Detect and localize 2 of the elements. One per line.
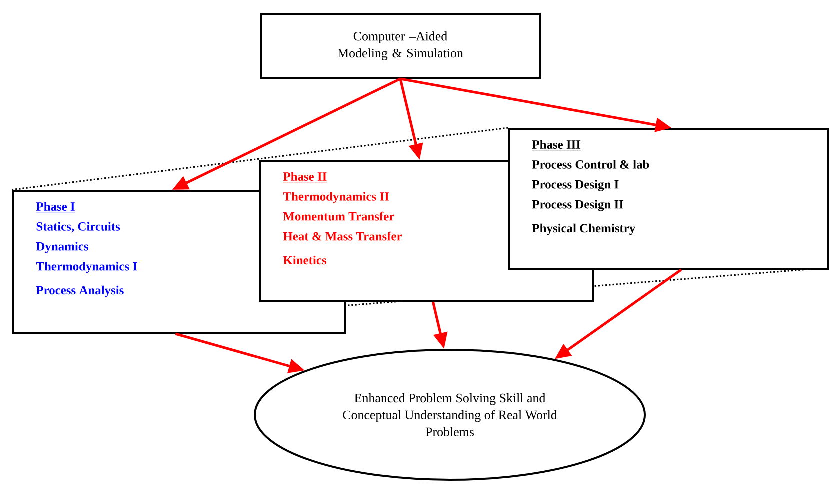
phase-box: Phase III Process Control & lab Process Design I Process Design II Physical Chemistry [508, 128, 829, 270]
process-box: Computer –Aided Modeling & Simulation [260, 13, 541, 79]
